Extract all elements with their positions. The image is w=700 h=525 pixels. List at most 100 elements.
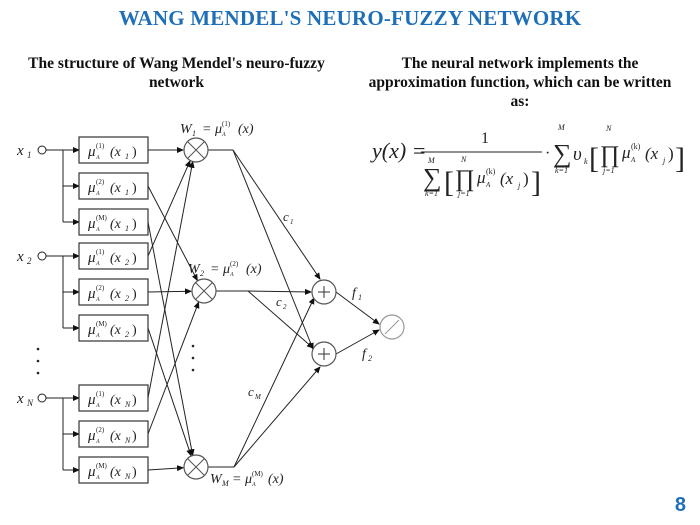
input-label: x [16, 143, 24, 159]
membership-mu: μ [87, 250, 96, 266]
membership-arg-close: ) [132, 251, 137, 266]
rule-mu-sup: (M) [252, 470, 264, 478]
membership-sup: (1) [96, 142, 105, 150]
membership-arg-close: ) [132, 145, 137, 160]
page-number: 8 [674, 494, 686, 516]
num-mu-sub: A [630, 156, 636, 164]
den-arg: (x [500, 169, 514, 188]
ellipsis-dot [36, 359, 40, 363]
den-mu-sup: (k) [486, 167, 496, 176]
membership-arg-close: ) [132, 393, 137, 408]
rule-eq: = μ [232, 472, 252, 487]
membership-sub: A [95, 227, 100, 233]
membership-sup: (M) [96, 462, 108, 470]
sum-lower: k=1 [425, 189, 438, 198]
membership-sub: A [95, 333, 100, 339]
membership-box [78, 172, 149, 200]
membership-arg: (x [110, 145, 122, 160]
den-close-paren: ) [523, 169, 529, 188]
membership-sup: (1) [96, 390, 105, 398]
input-label: x [16, 391, 24, 407]
membership-sup: (1) [96, 248, 105, 256]
input-label-sub: 1 [27, 150, 32, 160]
membership-mu: μ [87, 392, 96, 408]
left-bracket: [ [444, 166, 454, 199]
right-bracket-2: ] [675, 142, 685, 175]
product-symbol-2: ∏ [600, 142, 620, 168]
rule-weight: W [188, 262, 201, 277]
membership-mu: μ [87, 428, 96, 444]
membership-arg: (x [110, 429, 122, 444]
membership-mu: μ [87, 216, 96, 232]
den-mu: μ [476, 168, 486, 187]
rule-eq: = μ [202, 122, 222, 137]
membership-sup: (M) [96, 320, 108, 328]
rule-arg: (x) [238, 122, 254, 137]
membership-arg-close: ) [132, 429, 137, 444]
prod2-lower: j=1 [602, 166, 615, 175]
membership-arg-close: ) [132, 287, 137, 302]
connection-lines [46, 147, 380, 473]
approximation-formula: y(x) = 1 ∑ M k=1 [ ∏ N j=1 μ A (k) (x j … [370, 123, 685, 199]
num-arg-sub: j [662, 156, 666, 165]
multiply-cross [195, 282, 213, 300]
rule1-to-sum2 [232, 149, 314, 350]
divide-slash [384, 319, 400, 335]
membership-arg-close: ) [132, 217, 137, 232]
sum-to-divide-wire [335, 291, 380, 325]
multiply-cross [187, 458, 205, 476]
sum-symbol: ∑ [423, 163, 442, 192]
membership-box [78, 242, 149, 270]
rule-mu-sub: A [229, 272, 234, 278]
rule-weight: W [180, 122, 193, 137]
coef-sub: k [584, 157, 588, 166]
membership-arg: (x [110, 287, 122, 302]
weight-label-sub: 2 [283, 303, 287, 311]
rule-arg: (x) [268, 472, 284, 487]
box-to-rule-wire [147, 301, 200, 435]
sum-symbol-2: ∑ [553, 139, 572, 168]
ellipsis-dot [36, 347, 40, 351]
membership-sub: A [95, 261, 100, 267]
sum-upper: M [427, 156, 436, 165]
weight-label-sub: M [254, 393, 262, 401]
formula-numerator: 1 [481, 130, 489, 147]
membership-box [78, 456, 149, 484]
membership-arg-sub: 1 [125, 188, 129, 197]
membership-sub: A [95, 403, 100, 409]
rule-arg: (x) [246, 262, 262, 277]
box-to-rule-wire [147, 288, 193, 295]
membership-arg-sub: N [124, 436, 131, 445]
weight-label: c [276, 294, 282, 309]
dot-operator: · [545, 145, 550, 162]
membership-mu: μ [87, 322, 96, 338]
num-close-paren: ) [668, 144, 674, 163]
membership-arg-sub: N [124, 400, 131, 409]
input-node-icon [37, 145, 47, 155]
membership-arg-sub: 2 [125, 258, 129, 267]
sum2-upper: M [557, 123, 566, 132]
rule-weight-sub: M [221, 479, 230, 488]
nodes [36, 136, 405, 484]
prod-upper: N [460, 155, 467, 164]
ellipsis-dot [191, 344, 195, 348]
input-node-icon [37, 251, 47, 261]
rule-mu-sup: (1) [222, 120, 231, 128]
membership-arg-sub: N [124, 472, 131, 481]
membership-sub: A [95, 297, 100, 303]
membership-box [78, 384, 149, 412]
rule-mu-sup: (2) [230, 260, 239, 268]
input-label: x [16, 249, 24, 265]
membership-arg: (x [110, 251, 122, 266]
membership-sup: (M) [96, 214, 108, 222]
rule-mu-sub: A [221, 132, 226, 138]
membership-sup: (2) [96, 284, 105, 292]
membership-arg: (x [110, 323, 122, 338]
box-to-rule-wire [147, 160, 195, 399]
weight-label: c [248, 384, 254, 399]
sum2-lower: k=1 [555, 166, 568, 175]
sum-output-label: f [362, 347, 368, 362]
sum-to-divide-wire [335, 329, 380, 355]
rule-weight-sub: 1 [192, 129, 196, 138]
sum-output-label: f [352, 286, 358, 301]
